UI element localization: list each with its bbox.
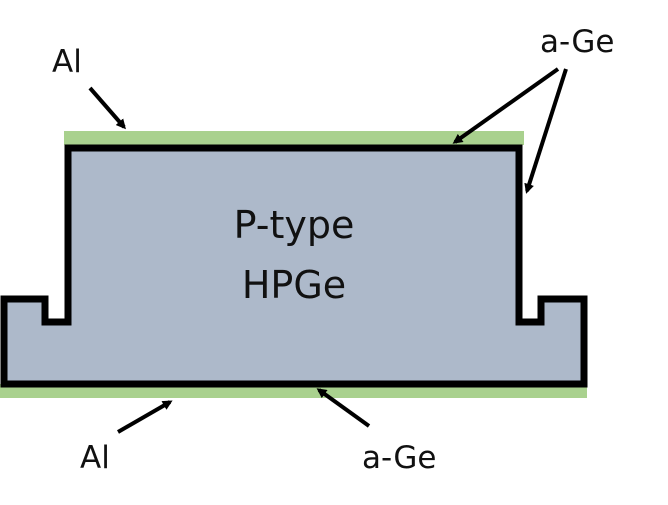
top-al-layer <box>64 131 524 145</box>
top-al-label: Al <box>52 44 82 80</box>
bottom-al-label: Al <box>80 440 110 476</box>
top-age-label: a-Ge <box>540 24 614 60</box>
top-age-arrow-to-side <box>524 68 568 194</box>
hpge-crystal-body <box>0 144 588 388</box>
crystal-type-label: P-type <box>234 203 355 247</box>
bottom-age-arrow <box>316 388 371 428</box>
bottom-al-arrow <box>117 400 173 434</box>
top-al-arrow <box>88 86 126 130</box>
crystal-material-label: HPGe <box>242 263 346 307</box>
bottom-age-label: a-Ge <box>362 440 436 476</box>
top-age-arrow-to-top <box>452 67 560 144</box>
